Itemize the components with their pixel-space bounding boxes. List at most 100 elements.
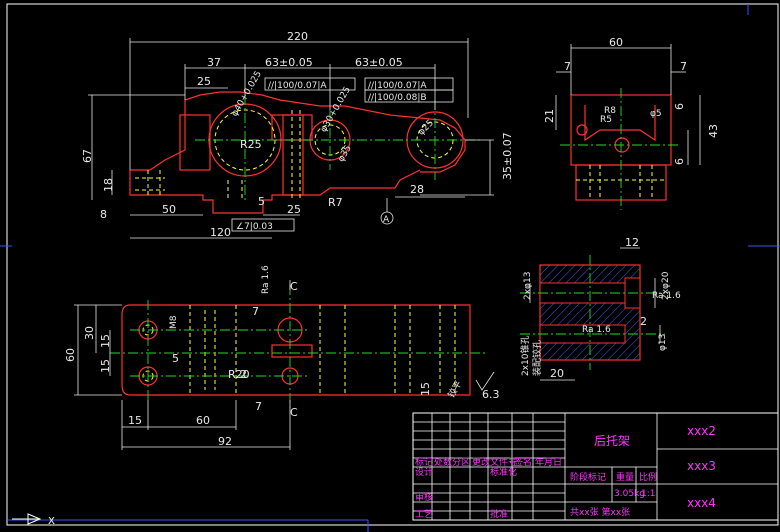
side-dim-21: 21: [543, 109, 556, 123]
title-block-title: 后托架: [594, 434, 630, 448]
side-dim-7b: 7: [680, 60, 687, 73]
plan-dim-7a: 7: [252, 305, 259, 318]
geometric-tolerance-1: //|100/0.07|A: [264, 77, 356, 91]
plan-roughness-ra: Ra 1.6: [261, 265, 271, 294]
section-dim-phi20: 2xφ20: [661, 271, 671, 300]
plan-dim-30: 30: [83, 326, 96, 340]
section-dim-r16: Ra 1.6: [652, 291, 681, 301]
dim-63b: 63±0.05: [355, 56, 403, 69]
svg-text://|100/0.08|B: //|100/0.08|B: [368, 93, 427, 103]
side-dim-7a: 7: [564, 60, 571, 73]
plan-dim-m8: M8: [169, 315, 179, 329]
plan-view-dimlines: [74, 280, 291, 450]
svg-text:6.3: 6.3: [482, 388, 500, 401]
side-view-dimlines: [555, 44, 701, 165]
title-block-code3: xxx4: [687, 496, 716, 510]
datum-a: A: [380, 198, 394, 225]
section-dim-12: 12: [625, 236, 639, 249]
drawing-frame: [0, 3, 780, 532]
tb-ratio-val: 1:1: [641, 489, 655, 499]
dim-25a: 25: [197, 75, 211, 88]
front-view: 220 37 63±0.05 63±0.05 25 //|100/0.07|A …: [81, 30, 514, 239]
side-dim-phi5: φ5: [650, 109, 662, 119]
plan-dim-15c: 15: [128, 414, 142, 427]
tb-r1b: 标准化: [490, 466, 517, 478]
front-view-centerlines: [195, 95, 480, 200]
dim-r7: R7: [328, 196, 343, 209]
section-dim-phi13a: 2xφ13: [523, 272, 533, 300]
plan-view-centerlines: [110, 285, 485, 410]
tb-stage: 阶段标记: [570, 471, 606, 483]
section-dim-2: 2: [640, 315, 647, 328]
section-dim-20: 20: [550, 367, 564, 380]
plan-dim-92: 92: [218, 435, 232, 448]
tb-r3: 工艺: [415, 509, 433, 520]
section-note-2: 装配铰孔: [531, 340, 543, 376]
section-dim-rb: Ra 1.6: [582, 325, 611, 335]
plan-dim-15a: 15: [99, 334, 112, 348]
side-dim-60: 60: [609, 36, 623, 49]
tb-h4: 更改文件号: [472, 456, 517, 468]
side-dim-6a: 6: [673, 103, 686, 110]
side-view: 60 7 7 21 6 43 6 R5 R8 φ5: [543, 36, 720, 210]
roughness-symbol: 6.3: [475, 371, 500, 401]
tb-h2: 处数: [434, 456, 452, 468]
title-block-code1: xxx2: [687, 424, 716, 438]
dim-r25: R25: [240, 138, 262, 151]
plan-dim-5: 5: [172, 352, 179, 365]
plan-dim-r20: R20: [228, 368, 250, 381]
section-centerlines: [520, 255, 665, 370]
dim-63a: 63±0.05: [265, 56, 313, 69]
tb-r3b: 批准: [490, 508, 508, 520]
plan-dim-60: 60: [64, 348, 77, 362]
dim-50: 50: [162, 203, 176, 216]
svg-text:A: A: [383, 215, 390, 225]
tb-weight-val: 3.05kg: [614, 489, 645, 499]
tb-weight: 重量: [616, 471, 634, 483]
section-note-1: 2x10锥孔: [519, 335, 531, 376]
dim-28: 28: [410, 183, 424, 196]
geometric-tolerance-3: //|100/0.08|B: [364, 89, 454, 103]
plan-dim-7b: 7: [255, 400, 262, 413]
ucs-icon: X: [12, 513, 55, 527]
dim-18: 18: [102, 178, 115, 192]
side-view-centerlines: [560, 88, 680, 210]
side-dim-r5: R5: [600, 115, 612, 125]
plan-dim-15d: 15: [419, 382, 432, 396]
section-dimlines: [529, 247, 661, 381]
tb-ratio: 比例: [639, 471, 657, 483]
dim-37: 37: [207, 56, 221, 69]
side-dim-43: 43: [707, 124, 720, 138]
dim-overall: 220: [287, 30, 308, 43]
svg-text://|100/0.07|A: //|100/0.07|A: [368, 81, 427, 91]
plan-section-c-top: C: [290, 280, 298, 293]
dim-67: 67: [81, 149, 94, 163]
plan-dim-15b: 15: [99, 359, 112, 373]
tb-sheets: 共xx张 第xx张: [570, 506, 630, 518]
tb-h1: 标记: [415, 456, 433, 468]
dim-5: 5: [258, 195, 265, 208]
dim-8: 8: [100, 208, 107, 221]
svg-text:∠7|0.03: ∠7|0.03: [236, 222, 273, 232]
side-dim-r8: R8: [604, 106, 616, 116]
plan-dim-60b: 60: [196, 414, 210, 427]
tb-r1: 设计: [415, 466, 433, 478]
tb-h5: 签名: [514, 456, 532, 468]
tb-r2: 审核: [415, 491, 433, 503]
plan-view-hidden: [142, 305, 456, 395]
plan-dim-2: 2: [240, 368, 247, 381]
flatness-tolerance: ∠7|0.03: [231, 218, 295, 232]
section-view: 12 2xφ13 2xφ20 φ13 Ra 1.6 Ra 1.6 2 20 2x…: [519, 236, 681, 381]
dim-25b: 25: [287, 203, 301, 216]
title-block-code2: xxx3: [687, 459, 716, 473]
dim-35: 35±0.07: [501, 132, 514, 180]
plan-section-c-bot: C: [290, 406, 298, 419]
title-block: 后托架 xxx2 xxx3 xxx4 标记 处数 分区 更改文件号 签名 年月日…: [412, 412, 779, 521]
tb-h3: 分区: [452, 457, 470, 468]
tb-h6: 年月日: [535, 456, 562, 468]
dim-120: 120: [210, 226, 231, 239]
svg-text://|100/0.07|A: //|100/0.07|A: [268, 81, 327, 91]
side-dim-6b: 6: [673, 158, 686, 165]
plan-view: 60 30 15 15 15 60 92 M8 R20 2 7 7 5 15 C…: [64, 265, 500, 450]
